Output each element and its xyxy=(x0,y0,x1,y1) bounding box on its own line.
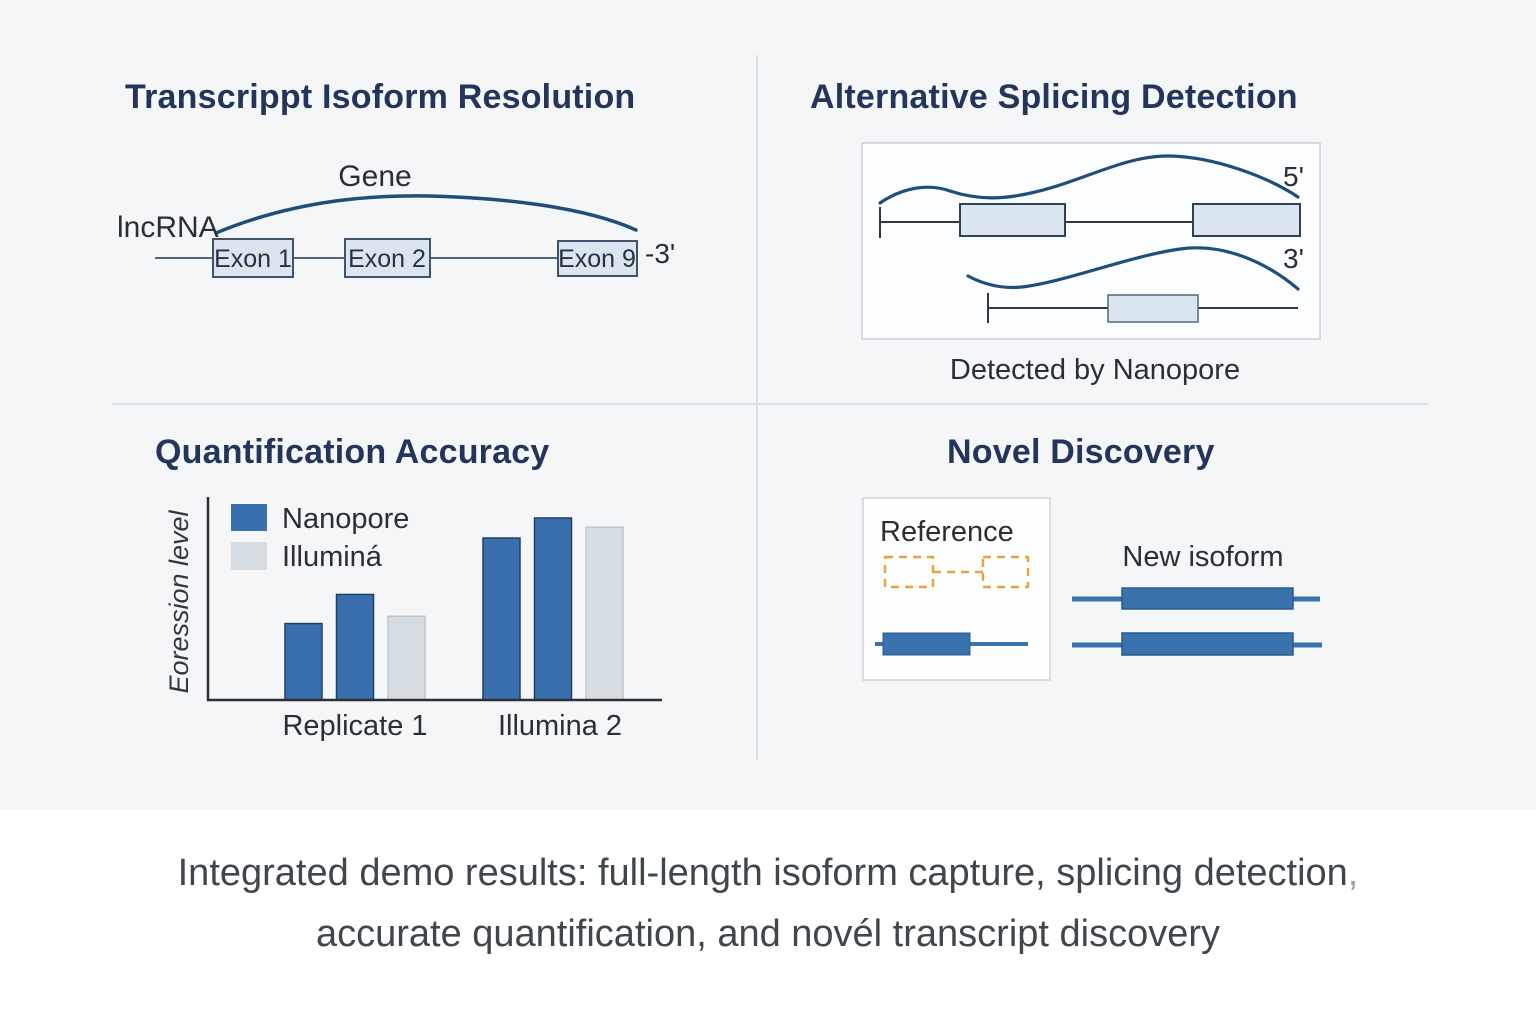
legend-label-nanopore: Nanopore xyxy=(282,503,409,535)
figure-card-background xyxy=(0,0,1536,810)
splice-read-curve-3prime xyxy=(966,246,1300,291)
exon9-box xyxy=(557,240,638,277)
new-isoform-label: New isoform xyxy=(1122,541,1283,573)
caption-line1: Integrated demo results: full-length iso… xyxy=(0,843,1536,904)
bars-group xyxy=(284,517,624,701)
bar-group2-2 xyxy=(533,517,573,701)
bar-group2-1 xyxy=(482,537,521,701)
legend-label-illumina: Illuminá xyxy=(282,541,383,573)
exon9-label: Exon 9 xyxy=(558,245,636,273)
x-tick-label-illumina2: Illumina 2 xyxy=(498,710,622,742)
transcript1-exon1-box xyxy=(959,203,1066,237)
reference-missing-exon2-box xyxy=(981,555,1030,589)
five-prime-label: 5' xyxy=(1283,161,1304,192)
reference-exon-box xyxy=(882,632,971,656)
quantification-chart: Eoression level Nanopore Illuminá Replic… xyxy=(164,497,662,742)
bar-group1-2 xyxy=(335,593,375,701)
reference-label: Reference xyxy=(880,516,1014,548)
exon1-label: Exon 1 xyxy=(214,245,292,273)
novel-panel-title: Novel Discovery xyxy=(947,433,1215,471)
lncrna-label: lncRNA xyxy=(117,211,219,244)
caption-line2: accurate quantification, and novél trans… xyxy=(315,913,1221,955)
three-prime-end-label: -3' xyxy=(645,238,675,269)
legend-swatch-illumina xyxy=(231,542,267,570)
quantification-panel-title: Quantification Accuracy xyxy=(155,433,550,471)
isoform-diagram: Gene lncRNA Exon 1 Exon 2 Exon 9 -3' xyxy=(117,160,675,278)
splice-read-curve-5prime xyxy=(878,154,1300,205)
splicing-diagram: 5' 3' xyxy=(861,142,1321,340)
exon2-label: Exon 2 xyxy=(348,245,426,273)
bar-group2-3 xyxy=(585,526,624,701)
gene-label: Gene xyxy=(338,160,411,193)
bar-group1-3 xyxy=(387,615,426,701)
figure-caption: Integrated demo results: full-length iso… xyxy=(0,843,1536,965)
x-tick-label-replicate1: Replicate 1 xyxy=(282,710,427,742)
novel-discovery-diagram: Reference New isoform xyxy=(862,497,1322,681)
new-isoform1-exon-box xyxy=(1121,587,1294,610)
exon2-box xyxy=(344,238,431,278)
caption-line1-text: Integrated demo results: full-length iso… xyxy=(177,852,1348,894)
splicing-panel-title: Alternative Splicing Detection xyxy=(810,78,1298,116)
vertical-divider xyxy=(756,55,758,760)
y-axis-label: Eoression level xyxy=(164,509,194,693)
new-isoform2-exon-box xyxy=(1121,632,1294,656)
transcript1-exon2-box xyxy=(1192,203,1301,237)
three-prime-label: 3' xyxy=(1283,243,1304,274)
splicing-caption: Detected by Nanopore xyxy=(949,354,1241,386)
horizontal-divider xyxy=(112,403,1428,405)
exon1-box xyxy=(212,238,294,278)
bar-group1-1 xyxy=(284,622,323,701)
gene-arc-curve xyxy=(214,194,638,235)
isoform-panel-title: Transcrippt Isoform Resolution xyxy=(125,78,636,116)
caption-line1-comma: , xyxy=(1347,852,1359,894)
transcript2-exon-box xyxy=(1107,294,1199,323)
legend-swatch-nanopore xyxy=(231,504,267,531)
